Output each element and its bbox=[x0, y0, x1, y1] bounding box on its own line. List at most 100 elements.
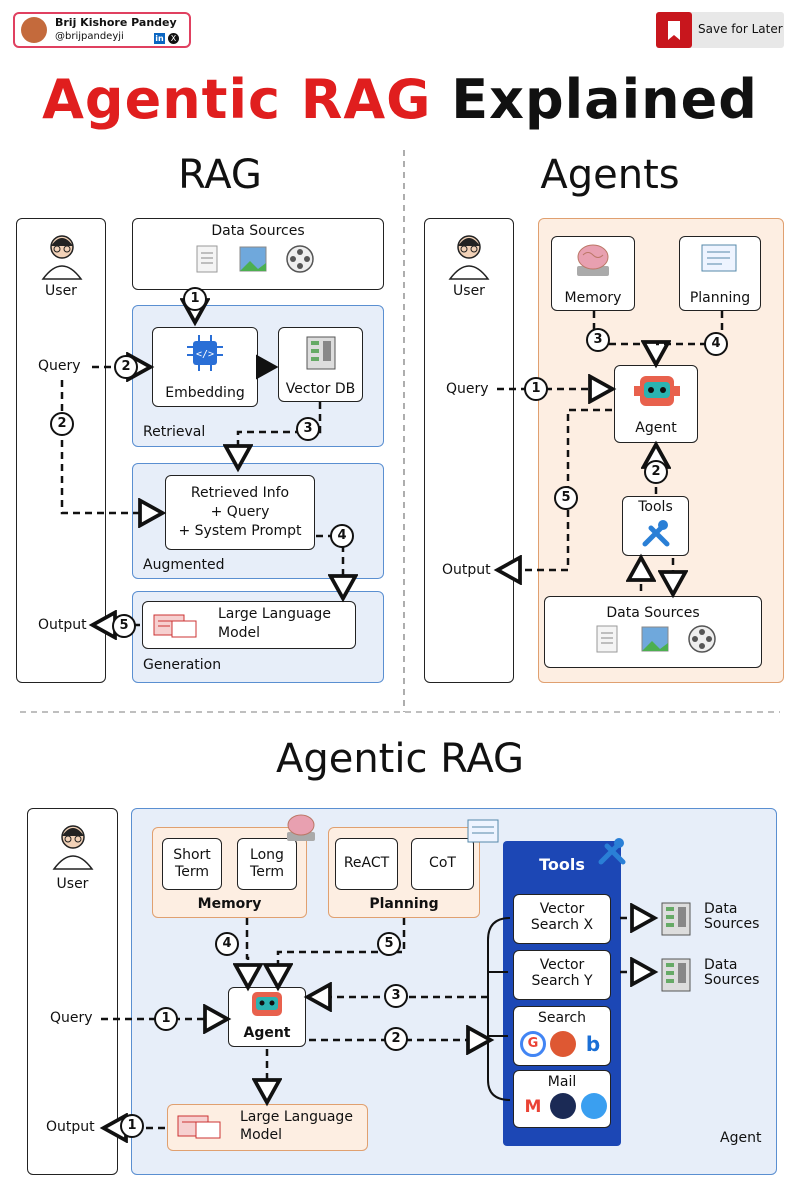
agentic-query-label: Query bbox=[50, 1010, 93, 1026]
mail-tool-label: Mail bbox=[547, 1074, 577, 1090]
agentic-step-5: 5 bbox=[377, 932, 401, 956]
agentic-robot-icon bbox=[247, 990, 287, 1024]
proton-mail-icon bbox=[550, 1093, 576, 1119]
rag-title: RAG bbox=[178, 152, 262, 198]
author-card[interactable]: Brij Kishore Pandey @brijpandeyji in X bbox=[13, 12, 191, 48]
page-title: Agentic RAG Explained bbox=[0, 68, 800, 131]
agents-user-label: User bbox=[453, 283, 485, 299]
author-name: Brij Kishore Pandey bbox=[55, 16, 177, 29]
augmented-label: Augmented bbox=[143, 557, 225, 573]
rag-user-icon bbox=[39, 232, 85, 284]
react-box bbox=[335, 838, 398, 890]
agents-wrench-icon bbox=[641, 518, 671, 552]
agentic-agent-corner-label: Agent bbox=[720, 1130, 762, 1146]
agentic-step-1: 1 bbox=[154, 1007, 178, 1031]
rag-data-sources-label: Data Sources bbox=[211, 223, 305, 239]
rag-output-label: Output bbox=[38, 617, 87, 633]
google-icon: G bbox=[520, 1031, 546, 1057]
agentic-planning-label: Planning bbox=[369, 896, 439, 912]
agents-step-4: 4 bbox=[704, 332, 728, 356]
agentic-brain-icon bbox=[283, 812, 319, 848]
agents-title: Agents bbox=[540, 152, 680, 198]
agentic-llm-line2: Model bbox=[240, 1127, 283, 1143]
rag-llm-box bbox=[142, 601, 356, 649]
image-icon bbox=[238, 244, 268, 278]
agents-step-1: 1 bbox=[524, 377, 548, 401]
ds1-line2: Sources bbox=[704, 916, 760, 932]
agentic-llm-line1: Large Language bbox=[240, 1109, 353, 1125]
rag-step-3: 3 bbox=[296, 417, 320, 441]
react-label: ReACT bbox=[343, 855, 390, 871]
agentic-plan-icon bbox=[466, 818, 502, 850]
agentic-memory-label: Memory bbox=[197, 896, 262, 912]
vector-search-x[interactable]: Vector Search X bbox=[513, 894, 611, 944]
agents-document-icon bbox=[595, 624, 621, 658]
agentic-user-label: User bbox=[56, 876, 89, 892]
agentic-step-1-output: 1 bbox=[120, 1114, 144, 1138]
rag-step-2-down: 2 bbox=[50, 412, 74, 436]
agents-step-2: 2 bbox=[644, 460, 668, 484]
long-term-line1: Long bbox=[250, 847, 284, 863]
retrieved-info-line3: + System Prompt bbox=[178, 523, 302, 539]
vector-search-y-line2: Search Y bbox=[531, 973, 593, 989]
ds1-line1: Data bbox=[704, 901, 738, 917]
rag-llm-line1: Large Language bbox=[218, 606, 331, 622]
agents-robot-icon bbox=[634, 370, 680, 418]
retrieval-label: Retrieval bbox=[143, 424, 206, 440]
agentic-step-2: 2 bbox=[384, 1027, 408, 1051]
agents-output-label: Output bbox=[442, 562, 491, 578]
author-handle: @brijpandeyji bbox=[55, 31, 124, 42]
agents-film-reel-icon bbox=[687, 624, 717, 658]
agents-query-label: Query bbox=[446, 381, 489, 397]
film-reel-icon bbox=[285, 244, 315, 278]
ds1-server-icon bbox=[656, 899, 696, 943]
embedding-box bbox=[152, 327, 258, 407]
long-term-box bbox=[237, 838, 297, 890]
svg-text:</>: </> bbox=[196, 349, 214, 360]
agentic-agent-label: Agent bbox=[243, 1025, 291, 1041]
agents-data-sources-label: Data Sources bbox=[606, 605, 700, 621]
retrieved-info-line2: + Query bbox=[210, 504, 270, 520]
agents-planning-label: Planning bbox=[689, 290, 751, 306]
save-label: Save for Later bbox=[698, 22, 783, 36]
rag-step-2-query: 2 bbox=[114, 355, 138, 379]
title-explained: Explained bbox=[451, 68, 758, 131]
vector-search-y[interactable]: Vector Search Y bbox=[513, 950, 611, 1000]
duckduckgo-icon bbox=[550, 1031, 576, 1057]
agentic-rag-title: Agentic RAG bbox=[275, 736, 525, 782]
short-term-box bbox=[162, 838, 222, 890]
agentic-user-icon bbox=[50, 822, 96, 874]
embedding-label: Embedding bbox=[165, 385, 245, 401]
agents-memory-label: Memory bbox=[564, 290, 622, 306]
agents-user-column bbox=[424, 218, 514, 683]
ds2-line1: Data bbox=[704, 957, 738, 973]
rag-query-label: Query bbox=[38, 358, 81, 374]
plan-board-icon bbox=[700, 243, 742, 283]
save-for-later-button[interactable]: Save for Later bbox=[656, 12, 784, 48]
gmail-icon: M bbox=[524, 1097, 542, 1117]
vector-db-icon bbox=[303, 333, 339, 375]
mail-tool[interactable]: Mail M bbox=[513, 1070, 611, 1128]
avatar bbox=[21, 17, 47, 43]
search-tool-label: Search bbox=[537, 1010, 587, 1026]
agentic-step-3: 3 bbox=[384, 984, 408, 1008]
ds2-line2: Sources bbox=[704, 972, 760, 988]
agentic-llm-icon bbox=[174, 1108, 226, 1148]
linkedin-icon[interactable]: in bbox=[154, 33, 165, 44]
generation-label: Generation bbox=[143, 657, 222, 673]
search-tool[interactable]: Search G b bbox=[513, 1006, 611, 1066]
long-term-line2: Term bbox=[250, 864, 284, 880]
rag-user-label: User bbox=[45, 283, 77, 299]
agents-agent-label: Agent bbox=[635, 420, 677, 436]
title-agentic-rag: Agentic RAG bbox=[42, 68, 432, 131]
x-icon[interactable]: X bbox=[168, 33, 179, 44]
cot-label: CoT bbox=[429, 855, 456, 871]
vector-search-x-line2: Search X bbox=[530, 917, 594, 933]
vector-search-y-line1: Vector bbox=[539, 957, 585, 973]
tools-title: Tools bbox=[539, 855, 585, 874]
retrieved-info-box bbox=[165, 475, 315, 550]
ds2-server-icon bbox=[656, 955, 696, 999]
bing-icon: b bbox=[585, 1032, 601, 1056]
